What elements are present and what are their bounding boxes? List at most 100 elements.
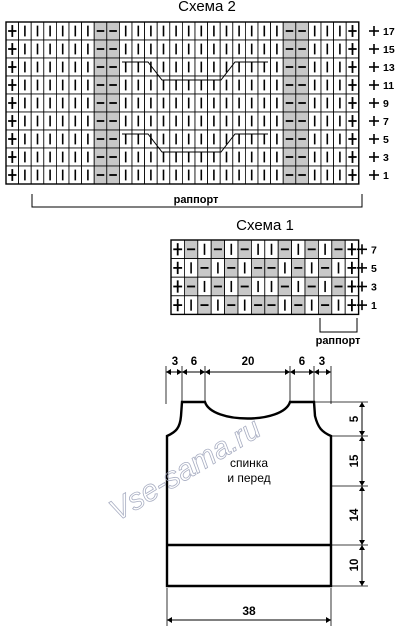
scheme2-cell	[345, 57, 360, 77]
scheme2-cell	[43, 57, 57, 77]
scheme2-cell	[93, 147, 108, 167]
scheme2-cell	[257, 39, 272, 59]
scheme2-cell	[320, 75, 335, 95]
scheme2-cell	[232, 165, 246, 185]
scheme2-cell	[232, 129, 246, 149]
scheme2-row-number: 13	[383, 62, 395, 74]
scheme2-cell	[30, 93, 45, 113]
scheme2-cell	[181, 75, 196, 95]
scheme2-cell	[81, 93, 95, 113]
scheme2-cell	[320, 165, 335, 185]
scheme2-cell	[119, 93, 133, 113]
scheme1-cell	[250, 295, 266, 315]
scheme2-row-number: 17	[383, 26, 395, 38]
garment-pattern: 3 6 20 6 3 спинка и перед 5 15 14 10 38	[165, 356, 368, 626]
scheme2-cell	[320, 57, 335, 77]
scheme1-cell	[183, 276, 199, 297]
scheme2-cell	[207, 93, 221, 113]
scheme1-cell	[344, 295, 360, 315]
scheme2-cell	[119, 111, 133, 131]
scheme2-cell	[5, 129, 20, 149]
scheme2-cell	[333, 129, 347, 149]
scheme2-cell	[81, 111, 95, 131]
scheme1-cell	[250, 276, 266, 297]
scheme2-cell	[194, 165, 209, 185]
scheme2-cell	[295, 57, 309, 77]
scheme2-cell	[257, 93, 272, 113]
scheme2-cell	[81, 21, 95, 41]
scheme2-cell	[181, 93, 196, 113]
scheme1-row-marker	[357, 300, 367, 311]
scheme2-cell	[333, 57, 347, 77]
scheme2-cell	[270, 21, 284, 41]
scheme1-cell	[170, 295, 185, 315]
scheme2-cell	[43, 21, 57, 41]
scheme2-cell	[131, 93, 146, 113]
scheme1-title: Схема 1	[236, 217, 294, 234]
scheme1-cell	[317, 239, 333, 260]
scheme1-cell	[304, 258, 319, 278]
scheme1-cell	[331, 295, 346, 315]
scheme1-chart	[170, 239, 360, 316]
scheme2-cell	[270, 75, 284, 95]
scheme2-cell	[5, 165, 20, 185]
scheme2-cell	[232, 39, 246, 59]
scheme2-cell	[119, 165, 133, 185]
scheme2-cell	[219, 165, 234, 185]
scheme2-cell	[156, 21, 171, 41]
scheme1-cell	[291, 258, 306, 278]
scheme2-cell	[282, 111, 297, 131]
scheme2-cell	[30, 75, 45, 95]
scheme2-cell	[169, 129, 183, 149]
scheme2-cell	[56, 165, 70, 185]
scheme2-cell	[345, 147, 360, 167]
scheme2-cell	[131, 111, 146, 131]
dim-top-1: 3	[172, 356, 178, 368]
scheme2-cell	[169, 75, 183, 95]
scheme1-cell	[237, 295, 252, 315]
scheme2-row-marker	[369, 134, 379, 144]
scheme2-cell	[144, 111, 158, 131]
scheme1-cell	[183, 258, 199, 278]
scheme2-cell	[282, 129, 297, 149]
scheme2-cell	[307, 93, 322, 113]
scheme2-cell	[156, 57, 171, 77]
scheme1-cell	[304, 295, 319, 315]
scheme1-cell	[291, 295, 306, 315]
scheme2-cell	[93, 21, 108, 41]
scheme2-cell	[144, 93, 158, 113]
scheme2-row-marker	[369, 44, 379, 54]
scheme1-cell	[197, 258, 212, 278]
scheme1-cell	[304, 239, 319, 260]
scheme2-cell	[270, 129, 284, 149]
scheme2-cell	[131, 147, 146, 167]
scheme2-cell	[5, 93, 20, 113]
scheme1-cell	[317, 258, 333, 278]
scheme2-cell	[5, 111, 20, 131]
scheme2-cell	[207, 39, 221, 59]
scheme2-cell	[119, 75, 133, 95]
scheme2-row-number: 5	[383, 134, 389, 146]
scheme2-cell	[295, 129, 309, 149]
scheme2-cell	[106, 39, 120, 59]
dim-top-2: 6	[191, 356, 197, 368]
scheme1-cell	[277, 295, 293, 315]
scheme2-cell	[169, 147, 183, 167]
scheme2-cell	[181, 21, 196, 41]
scheme2-cell	[181, 147, 196, 167]
scheme2-row-marker	[369, 80, 379, 90]
scheme2-cell	[194, 93, 209, 113]
scheme2-cell	[219, 111, 234, 131]
scheme2-cell	[181, 39, 196, 59]
scheme2-cell	[68, 165, 83, 185]
scheme2-cell	[270, 57, 284, 77]
scheme2-cell	[30, 39, 45, 59]
scheme2-cell	[93, 165, 108, 185]
scheme2-cell	[131, 21, 146, 41]
scheme2-cell	[194, 39, 209, 59]
scheme2-cell	[207, 147, 221, 167]
scheme1-cell	[237, 258, 252, 278]
scheme2-cell	[345, 21, 360, 41]
cable-cross-line-lower	[122, 133, 268, 153]
